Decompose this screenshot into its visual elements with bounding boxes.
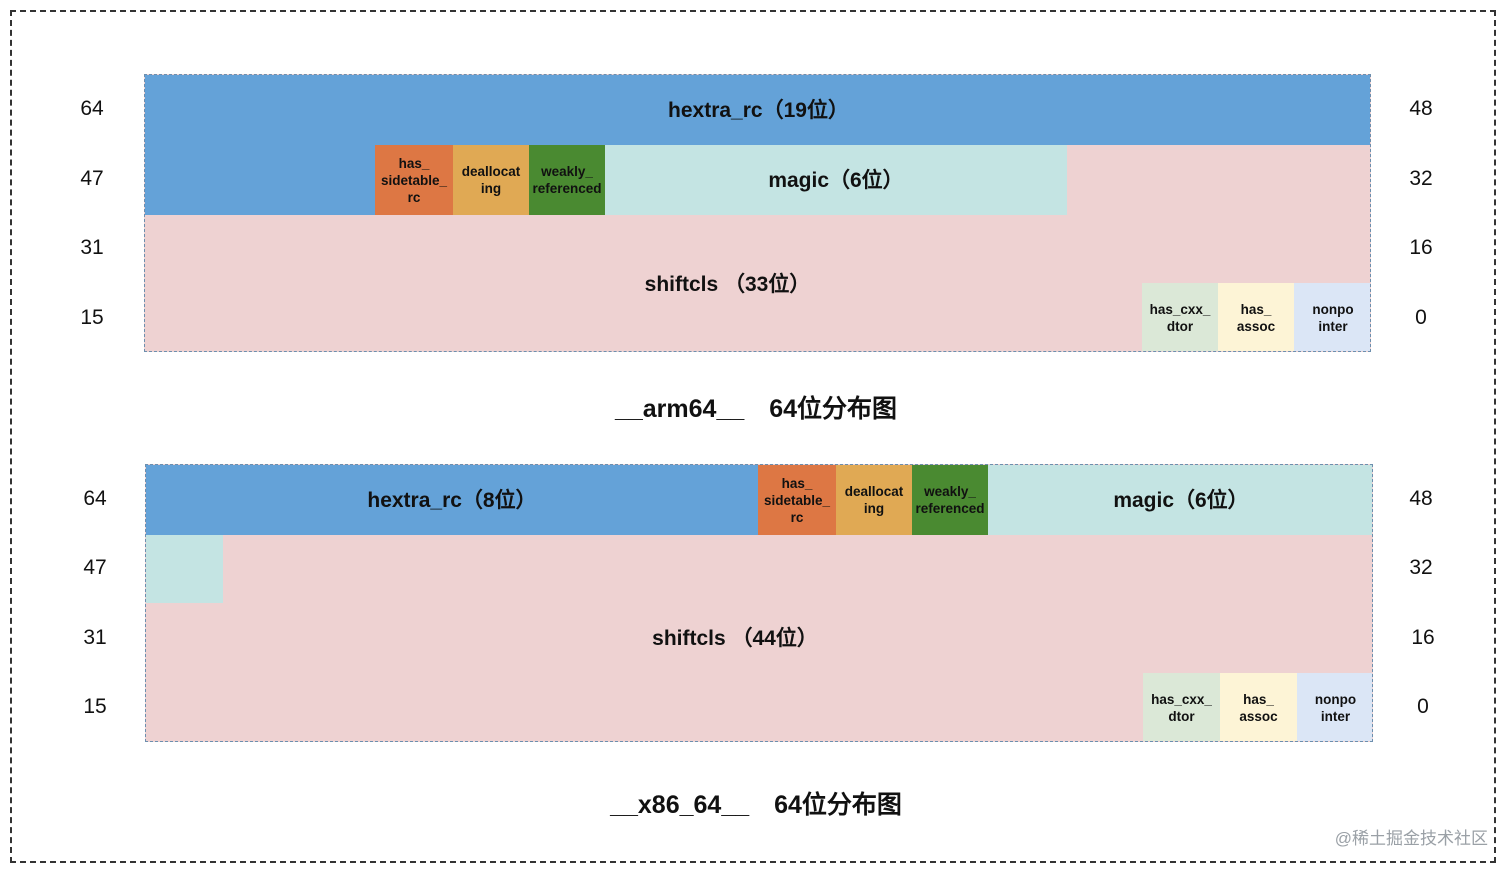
x86-has-cxx-dtor-field: has_cxx_ dtor xyxy=(1143,673,1220,741)
x86-left-label-31: 31 xyxy=(83,626,107,649)
arm64-right-label-0: 0 xyxy=(1415,306,1427,329)
x86-left-label-47: 47 xyxy=(83,556,107,579)
x86-weakly-referenced-field: weakly_ referenced xyxy=(912,465,988,535)
arm64-right-label-48: 48 xyxy=(1409,97,1433,120)
x86-right-label-0: 0 xyxy=(1417,695,1429,718)
watermark: @稀土掘金技术社区 xyxy=(1334,829,1488,848)
x86-magic-field: magic（6位） xyxy=(988,465,1372,535)
x86-has-assoc-field: has_ assoc xyxy=(1220,673,1297,741)
x86-left-label-15: 15 xyxy=(83,695,107,718)
arm64-deallocating-field: deallocat ing xyxy=(453,145,529,215)
x86-has-sidetable-rc-field: has_ sidetable_ rc xyxy=(758,465,836,535)
x86-caption: __x86_64__ 64位分布图 xyxy=(610,791,902,819)
x86-left-label-64: 64 xyxy=(83,487,107,510)
arm64-has-assoc-field: has_ assoc xyxy=(1218,283,1294,351)
x86-nonpointer-field: nonpo inter xyxy=(1297,673,1372,741)
outer-frame xyxy=(10,10,1496,863)
arm64-right-label-32: 32 xyxy=(1409,167,1433,190)
arm64-weakly-referenced-field: weakly_ referenced xyxy=(529,145,605,215)
x86-hextra-rc-field: hextra_rc（8位） xyxy=(146,465,758,535)
arm64-shiftcls-field: shiftcls （33位） xyxy=(145,215,1310,351)
arm64-left-label-47: 47 xyxy=(80,167,104,190)
x86-deallocating-field: deallocat ing xyxy=(836,465,912,535)
arm64-right-label-16: 16 xyxy=(1409,236,1433,259)
x86-right-label-32: 32 xyxy=(1409,556,1433,579)
x86-magic-extension xyxy=(146,535,223,603)
arm64-left-label-64: 64 xyxy=(80,97,104,120)
arm64-left-label-31: 31 xyxy=(80,236,104,259)
x86-64-bit-layout: hextra_rc（8位） has_ sidetable_ rc dealloc… xyxy=(145,464,1373,742)
arm64-hextra-rc-extension xyxy=(145,145,375,215)
arm64-nonpointer-field: nonpo inter xyxy=(1294,283,1370,351)
arm64-left-label-15: 15 xyxy=(80,306,104,329)
arm64-has-sidetable-rc-field: has_ sidetable_ rc xyxy=(375,145,453,215)
arm64-magic-field: magic（6位） xyxy=(605,145,1067,215)
x86-right-label-16: 16 xyxy=(1411,626,1435,649)
x86-shiftcls-field: shiftcls （44位） xyxy=(146,603,1324,673)
arm64-caption: __arm64__ 64位分布图 xyxy=(614,395,898,423)
arm64-bit-layout: hextra_rc（19位） has_ sidetable_ rc deallo… xyxy=(144,74,1371,352)
arm64-has-cxx-dtor-field: has_cxx_ dtor xyxy=(1142,283,1218,351)
x86-right-label-48: 48 xyxy=(1409,487,1433,510)
arm64-hextra-rc-field: hextra_rc（19位） xyxy=(145,75,1370,145)
